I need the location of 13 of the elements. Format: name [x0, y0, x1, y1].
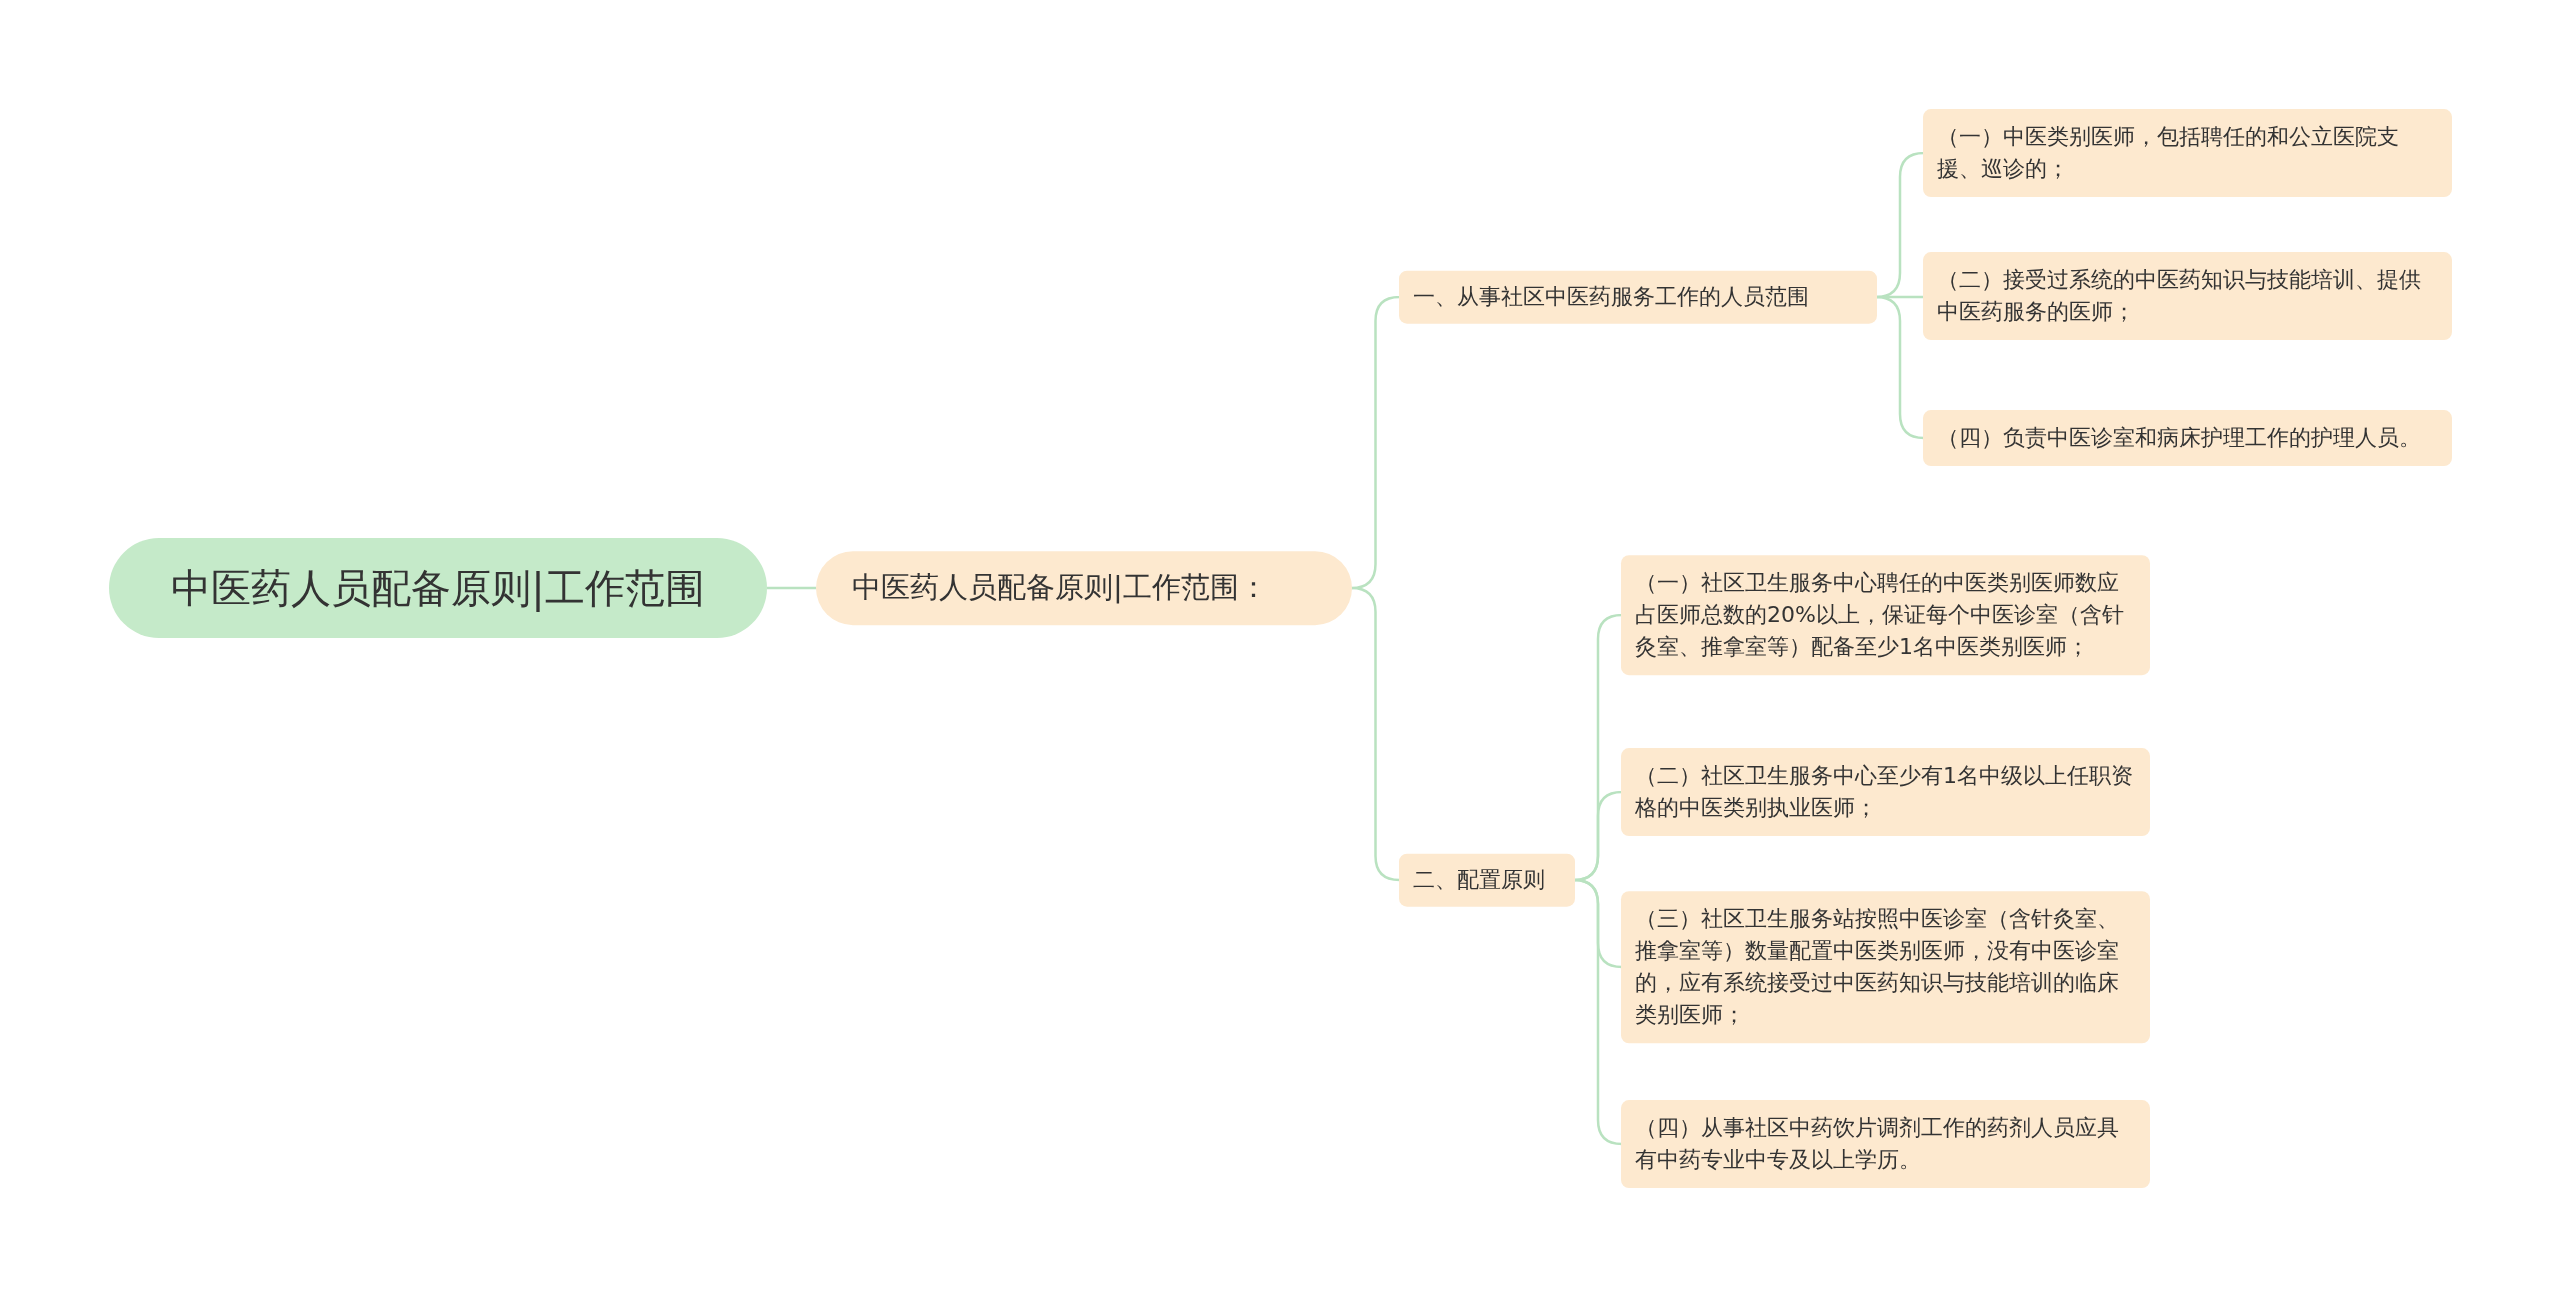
topic-box: 中医药人员配备原则|工作范围：: [816, 551, 1352, 625]
topic-box: （一）社区卫生服务中心聘任的中医类别医师数应占医师总数的20%以上，保证每个中医诊室（含针灸室、推拿室等）配备至少1名中医类别医师；: [1621, 555, 2150, 675]
topic-box: 一、从事社区中医药服务工作的人员范围: [1399, 270, 1877, 324]
topic-box: 二、配置原则: [1399, 853, 1575, 907]
topic-box: （二）社区卫生服务中心至少有1名中级以上任职资格的中医类别执业医师；: [1621, 748, 2150, 836]
topic-box: 中医药人员配备原则|工作范围: [109, 538, 767, 638]
topic-box: （三）社区卫生服务站按照中医诊室（含针灸室、推拿室等）数量配置中医类别医师，没有中医诊室的，应有系统接受过中医药知识与技能培训的临床类别医师；: [1621, 891, 2150, 1043]
topic-box: （四）负责中医诊室和病床护理工作的护理人员。: [1923, 410, 2452, 466]
topic-box: （二）接受过系统的中医药知识与技能培训、提供中医药服务的医师；: [1923, 252, 2452, 340]
topic-box: （四）从事社区中药饮片调剂工作的药剂人员应具有中药专业中专及以上学历。: [1621, 1100, 2150, 1188]
connector-line: [1350, 586, 1401, 882]
connector-line: [767, 586, 816, 590]
topic-box: （一）中医类别医师，包括聘任的和公立医院支援、巡诊的；: [1923, 109, 2452, 197]
